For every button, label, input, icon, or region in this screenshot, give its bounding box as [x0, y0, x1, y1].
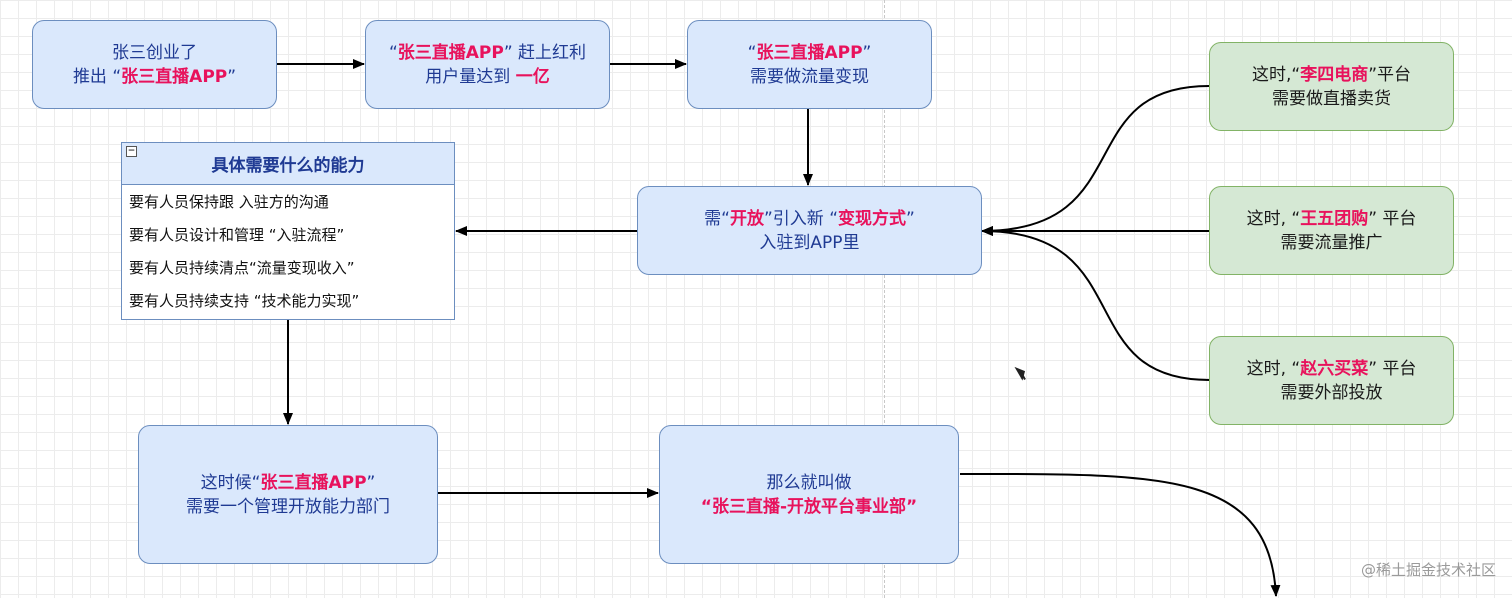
- wangwu-line1-highlight: 王五团购: [1300, 208, 1369, 229]
- watermark: @稀土掘金技术社区: [1360, 561, 1496, 579]
- wangwu-line1-pre: 这时, “: [1246, 208, 1301, 229]
- startup-line2-highlight: 张三直播APP: [121, 66, 228, 87]
- wangwu-line1: 这时, “王五团购” 平台: [1247, 207, 1417, 231]
- open-line1: 需“开放”引入新 “变现方式”: [704, 207, 915, 231]
- ability-list-title: 具体需要什么的能力: [211, 156, 365, 176]
- open-line2: 入驻到APP里: [759, 232, 860, 253]
- lisi-line1: 这时,“李四电商”平台: [1252, 63, 1411, 87]
- lisi-line2: 需要做直播卖货: [1272, 88, 1391, 109]
- ability-list-header: − 具体需要什么的能力: [122, 143, 454, 185]
- zhaoliu-line1: 这时, “赵六买菜” 平台: [1247, 357, 1417, 381]
- dividend-line1-pre: “: [388, 42, 398, 63]
- open-line1-highlight-open: 开放: [729, 208, 764, 229]
- dividend-line2-highlight: 一亿: [515, 66, 550, 87]
- curve-name-to-offscreen: [959, 472, 1281, 597]
- box-dept: 这时候“张三直播APP” 需要一个管理开放能力部门: [138, 425, 438, 564]
- zhaoliu-line1-pre: 这时, “: [1246, 358, 1301, 379]
- zhaoliu-line1-post: ” 平台: [1368, 358, 1417, 379]
- monetize-line1: “张三直播APP”: [748, 41, 872, 65]
- open-line1-c: ”: [906, 208, 915, 229]
- monetize-line1-highlight: 张三直播APP: [756, 42, 863, 63]
- dept-line1: 这时候“张三直播APP”: [201, 471, 376, 495]
- wangwu-line2: 需要流量推广: [1280, 232, 1383, 253]
- open-line1-highlight-method: 变现方式: [838, 208, 907, 229]
- zhaoliu-line2: 需要外部投放: [1280, 382, 1383, 403]
- list-item: 要有人员设计和管理 “入驻流程”: [129, 226, 345, 244]
- monetize-line1-pre: “: [747, 42, 757, 63]
- open-line1-a: 需“: [704, 208, 730, 229]
- dividend-line1-highlight: 张三直播APP: [397, 42, 504, 63]
- box-zhaoliu: 这时, “赵六买菜” 平台 需要外部投放: [1209, 336, 1454, 425]
- box-open: 需“开放”引入新 “变现方式” 入驻到APP里: [637, 186, 982, 275]
- box-name: 那么就叫做 “张三直播-开放平台事业部”: [659, 425, 959, 564]
- startup-line1: 张三创业了: [112, 42, 197, 63]
- ability-list: − 具体需要什么的能力 要有人员保持跟 入驻方的沟通 要有人员设计和管理 “入驻…: [121, 142, 455, 320]
- list-item: 要有人员持续支持 “技术能力实现”: [129, 292, 360, 310]
- startup-line2-post: ”: [227, 66, 237, 87]
- monetize-line1-post: ”: [862, 42, 872, 63]
- box-monetize: “张三直播APP” 需要做流量变现: [687, 20, 932, 109]
- dept-line2: 需要一个管理开放能力部门: [186, 496, 390, 517]
- list-item: 要有人员持续清点“流量变现收入”: [129, 259, 355, 277]
- name-line1: 那么就叫做: [766, 472, 852, 493]
- box-startup: 张三创业了 推出 “张三直播APP”: [32, 20, 277, 109]
- lisi-line1-post: ”平台: [1368, 64, 1412, 85]
- open-line1-b: ”引入新 “: [763, 208, 839, 229]
- box-wangwu: 这时, “王五团购” 平台 需要流量推广: [1209, 186, 1454, 275]
- list-item: 要有人员保持跟 入驻方的沟通: [129, 193, 329, 211]
- name-line2-highlight: “张三直播-开放平台事业部”: [700, 496, 918, 517]
- page-divider: [884, 0, 885, 598]
- dividend-line1-post: ” 赶上红利: [503, 42, 587, 63]
- dividend-line1: “张三直播APP” 赶上红利: [389, 41, 586, 65]
- dividend-line2-pre: 用户量达到: [425, 66, 516, 87]
- box-dividend: “张三直播APP” 赶上红利 用户量达到 一亿: [365, 20, 610, 109]
- dept-line1-post: ”: [366, 472, 376, 493]
- curve-zhaoliu-to-open: [981, 226, 1210, 381]
- lisi-line1-pre: 这时,“: [1251, 64, 1301, 85]
- startup-line2-pre: 推出 “: [72, 66, 122, 87]
- dividend-line2: 用户量达到 一亿: [425, 65, 549, 89]
- zhaoliu-line1-highlight: 赵六买菜: [1300, 358, 1369, 379]
- dept-line1-highlight: 张三直播APP: [260, 472, 367, 493]
- startup-line2: 推出 “张三直播APP”: [73, 65, 236, 89]
- monetize-line2: 需要做流量变现: [750, 66, 869, 87]
- lisi-line1-highlight: 李四电商: [1300, 64, 1369, 85]
- wangwu-line1-post: ” 平台: [1368, 208, 1417, 229]
- box-lisi: 这时,“李四电商”平台 需要做直播卖货: [1209, 42, 1454, 131]
- dept-line1-pre: 这时候“: [200, 472, 261, 493]
- curve-lisi-to-open: [981, 85, 1210, 236]
- collapse-icon[interactable]: −: [126, 146, 137, 157]
